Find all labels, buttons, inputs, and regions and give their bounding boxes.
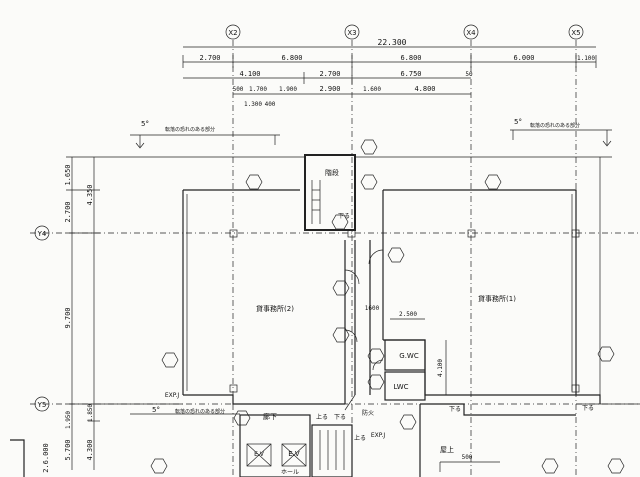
- dim-2700-b: 2.700: [319, 70, 340, 78]
- label-down-3: 下る: [449, 406, 461, 413]
- dim-2900: 2.900: [319, 85, 340, 93]
- grid-label-y4: Y4: [37, 230, 47, 238]
- dim-4100: 4.100: [239, 70, 260, 78]
- dim-5700: 5.700: [64, 439, 72, 460]
- stair-core: 階段 下る: [304, 154, 356, 231]
- dim-500: 500: [233, 86, 244, 93]
- room-office-1: 貸事務所(1): [478, 294, 516, 303]
- room-gwc: G.WC: [399, 352, 419, 360]
- room-ev-2: E.V: [288, 450, 300, 458]
- slope-bottom: 5°: [152, 406, 160, 414]
- ledge-lines: [100, 156, 640, 405]
- grid-label-x2: X2: [228, 29, 237, 37]
- toilet-block: G.WC LWC 4.100: [384, 339, 447, 401]
- dim-1100: 1.100: [577, 55, 595, 62]
- room-rooftop: 屋上: [440, 445, 454, 454]
- grid-label-y5: Y5: [37, 401, 47, 409]
- dim-1300: 1.300: [244, 101, 262, 108]
- label-down-2: 下る: [334, 414, 346, 421]
- dim-26000: 2.6.000: [42, 443, 50, 473]
- dim-4100-b: 4.100: [437, 359, 444, 377]
- lower-zone: E.V E.V ホール 廊下 上る 下る 上る 防火 屋上 500 下る 下る: [239, 394, 601, 477]
- note-fall-right: 転落の恐れのある部分: [530, 122, 580, 129]
- note-fall-left: 転落の恐れのある部分: [165, 126, 215, 133]
- room-hall: ホール: [281, 469, 299, 476]
- grid-bubble-x5: X5: [568, 24, 584, 40]
- dim-4350: 4.350: [86, 184, 94, 205]
- slope-right: 5°: [514, 118, 522, 126]
- dim-9700: 9.700: [64, 307, 72, 328]
- room-lwc: LWC: [393, 383, 408, 391]
- grid-label-x4: X4: [466, 29, 476, 37]
- label-exp-j-1: EXP.J: [165, 392, 179, 399]
- room-corridor: 廊下: [263, 412, 277, 421]
- office-2-walls: 貸事務所(2): [182, 189, 356, 405]
- dim-4800: 4.800: [414, 85, 435, 93]
- grid-bubble-x2: X2: [225, 24, 241, 40]
- dim-6800-a: 6.800: [281, 54, 302, 62]
- dim-6800-b: 6.800: [400, 54, 421, 62]
- room-office-2: 貸事務所(2): [256, 304, 294, 313]
- label-up-1: 上る: [316, 413, 328, 421]
- dim-1600-b: 1600: [365, 305, 380, 312]
- dim-400: 400: [265, 101, 276, 108]
- dim-2700-left: 2.700: [64, 201, 72, 222]
- grid-bubble-y4: Y4: [34, 225, 50, 241]
- dim-1950: 1.950: [65, 411, 72, 429]
- dim-50: 50: [465, 71, 473, 78]
- office-1-walls: 貸事務所(1): [382, 189, 580, 396]
- dim-4300: 4.300: [86, 439, 94, 460]
- grid-label-x5: X5: [571, 29, 580, 37]
- hex-tags: [150, 139, 625, 474]
- slope-left: 5°: [141, 120, 149, 128]
- dim-6750: 6.750: [400, 70, 421, 78]
- dim-6000: 6.000: [513, 54, 534, 62]
- note-fall-bottom: 転落の恐れのある部分: [175, 408, 225, 415]
- top-dimensions: 22.300 2.700 6.800 6.800 6.000 1.100 4.1…: [182, 38, 597, 108]
- dim-500-b: 500: [462, 454, 473, 461]
- grid-bubble-x4: X4: [463, 24, 479, 40]
- label-stair-up: 上る: [354, 434, 366, 442]
- dim-1650: 1.650: [64, 164, 72, 185]
- grid-bubble-y5: Y5: [34, 396, 50, 412]
- label-down-4: 下る: [582, 405, 594, 412]
- label-fire: 防火: [362, 409, 374, 417]
- fall-notes: 5° 転落の恐れのある部分 5° 転落の恐れのある部分 5° 転落の恐れのある部…: [130, 118, 612, 439]
- dim-overall: 22.300: [378, 38, 407, 47]
- room-ev-1: E.V: [254, 451, 265, 458]
- left-dimensions: 1.650 4.350 2.700 9.700 1.850 4.300 5.70…: [10, 156, 100, 477]
- label-down-1: 下る: [338, 213, 350, 220]
- dim-2700: 2.700: [199, 54, 220, 62]
- grid-label-x3: X3: [347, 29, 356, 37]
- corridor: 1600 2.500: [344, 240, 425, 411]
- dim-1900: 1.900: [279, 86, 297, 93]
- dim-1700: 1.700: [249, 86, 267, 93]
- north-arrow-mark: [10, 439, 25, 477]
- dim-1600-a: 1.600: [363, 86, 381, 93]
- dim-1850: 1.850: [87, 404, 94, 422]
- label-exp-j-2: EXP.J: [371, 432, 385, 439]
- dim-2500: 2.500: [399, 311, 417, 318]
- room-stair: 階段: [325, 168, 339, 177]
- grid-bubble-x3: X3: [344, 24, 360, 40]
- grid-lines: [30, 40, 640, 477]
